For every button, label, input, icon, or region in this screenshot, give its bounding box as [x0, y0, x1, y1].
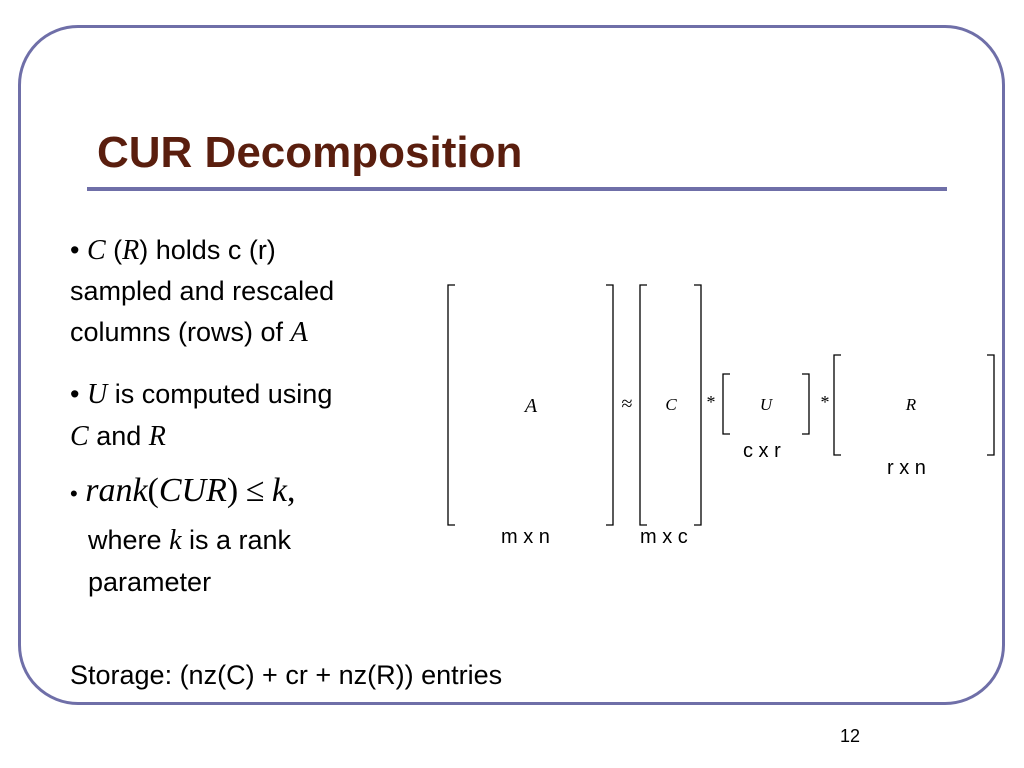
bullet-marker: •	[70, 481, 78, 506]
slide-frame	[18, 25, 1005, 705]
matrix-c-dims: m x c	[640, 526, 688, 548]
matrix-c-label: C	[665, 395, 677, 414]
bullet-marker: •	[70, 235, 80, 265]
storage-line: Storage: (nz(C) + cr + nz(R)) entries	[70, 660, 503, 690]
matrix-c-right-bracket	[694, 284, 702, 526]
var-c: C	[86, 235, 106, 266]
matrix-r-label: R	[905, 395, 917, 414]
matrix-c-left-bracket	[639, 284, 647, 526]
var-r: R	[122, 235, 140, 266]
var-a: A	[290, 317, 308, 348]
bullet-3-formula: • rank(CUR) ≤ k,	[70, 470, 296, 514]
title-underline	[87, 187, 947, 191]
paren-open: (	[113, 235, 123, 265]
var-r: R	[148, 421, 166, 452]
matrix-u-label: U	[760, 395, 774, 414]
slide-title: CUR Decomposition	[97, 128, 523, 177]
matrix-r-dims: r x n	[887, 457, 926, 479]
matrix-u-right-bracket	[802, 373, 810, 435]
var-k: k	[271, 472, 287, 509]
approx-symbol: ≈	[622, 393, 633, 415]
matrix-a-left-bracket	[447, 284, 455, 526]
matrix-r-left-bracket	[833, 354, 841, 456]
comma: ,	[287, 472, 296, 509]
bullet-1-text: ) holds c (r)	[139, 235, 276, 265]
matrix-r-right-bracket	[987, 354, 995, 456]
matrix-a-right-bracket	[606, 284, 614, 526]
var-u: U	[86, 379, 108, 410]
is-rank-text: is a rank	[189, 525, 292, 555]
cur-term: CUR	[158, 472, 227, 509]
matrix-u-dims: c x r	[743, 440, 781, 462]
var-k: k	[169, 525, 182, 556]
and-word: and	[96, 421, 142, 451]
bullet-1-line-3: columns (rows) of A	[70, 312, 308, 353]
bullet-1-line-1: • C (R) holds c (r)	[70, 230, 276, 271]
matrix-a-dims: m x n	[501, 526, 550, 548]
paren-open: (	[147, 472, 159, 509]
matrix-u-left-bracket	[722, 373, 730, 435]
multiply-star-2: *	[821, 392, 830, 412]
leq-symbol: ≤	[245, 472, 265, 509]
bullet-1-line-3-text: columns (rows) of	[70, 317, 284, 347]
where-word: where	[88, 525, 162, 555]
multiply-star-1: *	[707, 392, 716, 412]
bullet-2-text: is computed using	[114, 379, 333, 409]
page-number: 12	[840, 726, 861, 746]
bullet-3-line-3: parameter	[88, 567, 212, 597]
bullet-1-line-2: sampled and rescaled	[70, 276, 335, 306]
rank-word: rank	[85, 472, 148, 509]
bullet-2-line-1: • U is computed using	[70, 374, 332, 415]
paren-close: )	[226, 472, 239, 509]
var-c: C	[70, 421, 89, 452]
bullet-3-line-2: where k is a rank	[88, 520, 291, 561]
bullet-marker: •	[70, 379, 80, 409]
bullet-2-line-2: C and R	[70, 416, 166, 457]
matrix-a-label: A	[523, 395, 538, 417]
